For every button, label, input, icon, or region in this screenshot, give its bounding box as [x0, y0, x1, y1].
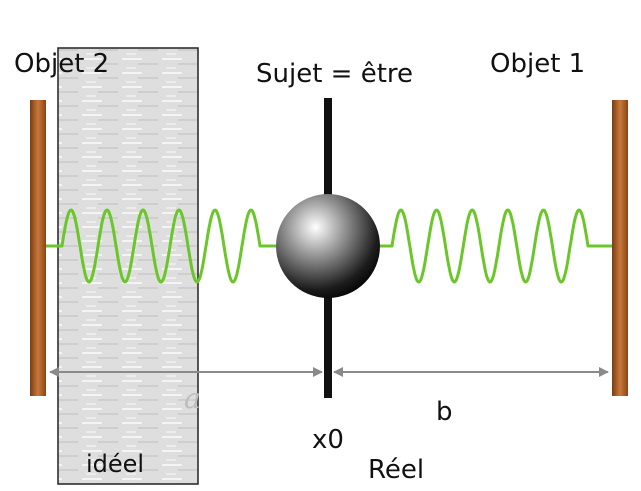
ideal-panel [57, 47, 199, 485]
label-reel: Réel [368, 455, 424, 485]
mass-ball [276, 194, 380, 298]
label-objet1: Objet 1 [490, 49, 585, 79]
label-sujet: Sujet = être [256, 59, 413, 89]
label-ideel: idéel [86, 450, 144, 478]
label-a: a [184, 382, 201, 415]
label-b: b [436, 397, 453, 427]
right-spring [380, 208, 612, 284]
label-x0: x0 [312, 425, 344, 455]
right-wall [612, 100, 628, 396]
left-wall [30, 100, 46, 396]
label-objet2: Objet 2 [14, 49, 109, 79]
left-spring [46, 208, 278, 284]
